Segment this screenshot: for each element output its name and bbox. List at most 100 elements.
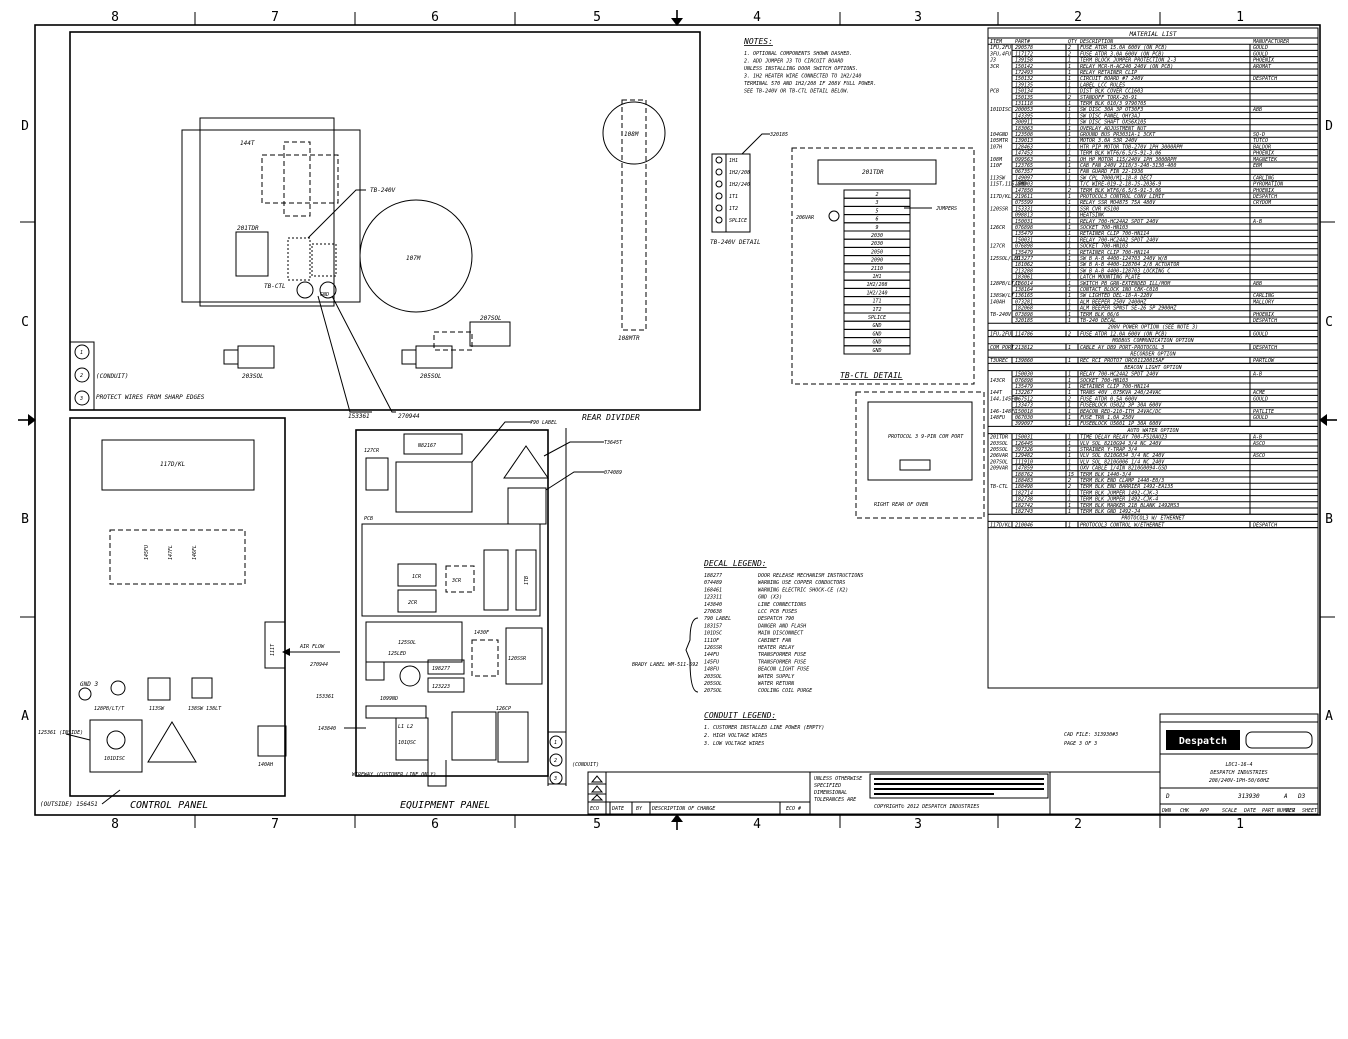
ml-cell: TERM BLK 1440-3/4: [1080, 472, 1131, 478]
zone-labels-bottom: 8 7 6 5 4 3 2 1: [111, 817, 1244, 832]
tbctl-terminal-7: 2050: [871, 249, 883, 255]
ml-cell: FUSE ATDR 3.0A 600V (ON PCB): [1080, 51, 1164, 57]
ml-cell: 1: [1068, 107, 1071, 113]
tb240-terminal-4: 1T2: [729, 206, 738, 212]
tolerance-0: UNLESS OTHERWISE: [814, 776, 862, 782]
zone-ticks: [18, 10, 1337, 830]
terminal-screw: [715, 156, 723, 164]
dwg-number: 313930: [1237, 793, 1260, 800]
label-144t: 144T: [240, 140, 255, 147]
label-205sol: 205SOL: [420, 373, 442, 380]
decal-desc-12: TRANSFORMER FUSE: [758, 659, 806, 665]
ml-cell: GROUND BUS PR3031A-1 3CKT: [1080, 132, 1156, 138]
decal-desc-5: LCC PCB FUSES: [758, 609, 797, 615]
label-protect-wires: PROTECT WIRES FROM SHARP EDGES: [96, 394, 205, 401]
ml-cell: CIRCUIT BOARD #7 240V: [1080, 76, 1144, 82]
ml-cell: 076898: [1015, 378, 1033, 384]
zone-5-top: 5: [593, 10, 601, 25]
label-153361: 153361: [348, 413, 370, 420]
ml-cell: 131118: [1015, 101, 1033, 107]
zone-6-bottom: 6: [431, 817, 439, 832]
label-jumpers: JUMPERS: [935, 206, 957, 212]
zone-3-top: 3: [914, 10, 922, 25]
ml-cell: 397326: [1014, 447, 1033, 453]
label-127cr: 127CR: [364, 448, 379, 454]
ml-cell: 1: [1068, 275, 1071, 281]
zone-labels-side: D C B A D C B A: [21, 119, 1333, 724]
ml-cell: FUSE ATDR 12.0A 600V (ON PCB): [1080, 331, 1167, 337]
zone-2-top: 2: [1074, 10, 1082, 25]
zone-a-left: A: [21, 709, 29, 724]
svg-text:146FL: 146FL: [192, 545, 198, 560]
ml-cell: PHOENIX: [1253, 312, 1275, 318]
ml-cell: 181062: [1015, 262, 1033, 268]
ml-cell: 136165: [1015, 293, 1033, 299]
ml-cell: 111910: [1015, 459, 1033, 465]
label-108mtr: 108MTR: [618, 335, 640, 342]
ml-cell: 203SOL: [990, 441, 1008, 447]
ml-cell: 1: [1068, 169, 1071, 175]
decal-part-15: 205SOL: [704, 681, 722, 687]
ml-cell: RETAINER CLIP 700-HN114: [1080, 250, 1149, 256]
ml-cell: DESPATCH: [1252, 76, 1278, 82]
size-value: D: [1165, 793, 1170, 800]
ml-cell: SW DISC SHAFT OXS6X105: [1080, 120, 1146, 126]
ml-cell: 076898: [1015, 244, 1033, 250]
ml-cell: 101DISC: [990, 107, 1011, 113]
tb-header-3: SCALE: [1222, 808, 1237, 814]
tbctl-terminal-10: 1H1: [872, 274, 881, 280]
ml-cell: SQ-D: [1253, 132, 1265, 138]
ml-cell: 1: [1068, 213, 1071, 219]
option-title-5: PROTOCOL3 W/ ETHERNET: [1121, 516, 1185, 522]
label-113sw: 113SW: [149, 706, 165, 712]
decal-desc-16: COOLING COIL PURGE: [758, 688, 812, 694]
ml-cell: 182738: [1015, 497, 1033, 503]
ml-cell: 113SW: [990, 175, 1006, 181]
ml-cell: 1: [1068, 250, 1071, 256]
label-107m: 107M: [406, 255, 421, 262]
ml-cell: 128PB/LT/T: [990, 281, 1021, 287]
label-203sol: 203SOL: [242, 373, 264, 380]
zone-a-right: A: [1325, 709, 1333, 724]
ml-cell: 117D/KL: [990, 194, 1011, 200]
ml-cell: 150134: [1015, 89, 1033, 95]
ml-cell: TERM BLK MARKER 21B BLANK 1492MS3: [1080, 503, 1179, 509]
decal-desc-3: GND (X3): [758, 595, 782, 601]
ml-header-1: PART#: [1015, 39, 1031, 45]
ml-cell: 150031: [1015, 219, 1033, 225]
decal-desc-7: DANGER AND FLASH: [757, 623, 807, 629]
ml-cell: HTR PIP MOTOR TOB-270V 1PH 3000RPM: [1079, 144, 1183, 150]
zone-4-top: 4: [753, 10, 761, 25]
decal-part-4: 143840: [704, 602, 722, 608]
ml-cell: 132267: [1015, 390, 1033, 396]
svg-text:145FU: 145FU: [144, 545, 150, 560]
label-101qsc: 101QSC: [398, 740, 416, 746]
ml-cell: 1: [1068, 175, 1071, 181]
label-conduit: (CONDUIT): [96, 373, 129, 380]
copyright: COPYRIGHT© 2012 DESPATCH INDUSTRIES: [874, 804, 979, 810]
ml-cell: ABB: [1252, 107, 1262, 113]
conduit-1b: 1: [554, 740, 557, 746]
decal-part-10: 126SSR: [704, 645, 722, 651]
ml-cell: GOULD: [1253, 415, 1268, 421]
ml-cell: 127CR: [990, 244, 1005, 250]
label-control-panel: CONTROL PANEL: [130, 800, 208, 811]
ml-cell: 300911: [1014, 120, 1033, 126]
ml-cell: OXV CABLE 1/4IN 8210G0094-GSD: [1080, 466, 1167, 472]
ml-cell: PHOENIX: [1253, 58, 1275, 64]
label-074089: 074089: [604, 470, 622, 476]
ml-cell: 200053: [1015, 107, 1033, 113]
ml-cell: 135479: [1015, 384, 1033, 390]
label-207sol: 207SOL: [480, 315, 502, 322]
ml-cell: 073281: [1015, 299, 1033, 305]
ml-cell: COM PORT: [990, 345, 1015, 351]
ml-cell: 2: [1068, 331, 1071, 337]
ml-cell: 1: [1068, 144, 1071, 150]
ml-cell: 1: [1068, 126, 1071, 132]
ml-cell: TB-CTL: [990, 484, 1008, 490]
ml-cell: PHOENIX: [1253, 188, 1275, 194]
ml-cell: 1: [1068, 182, 1071, 188]
zone-d-right: D: [1325, 119, 1333, 134]
ml-cell: LATCH MOUNTING PLATE: [1080, 275, 1140, 281]
